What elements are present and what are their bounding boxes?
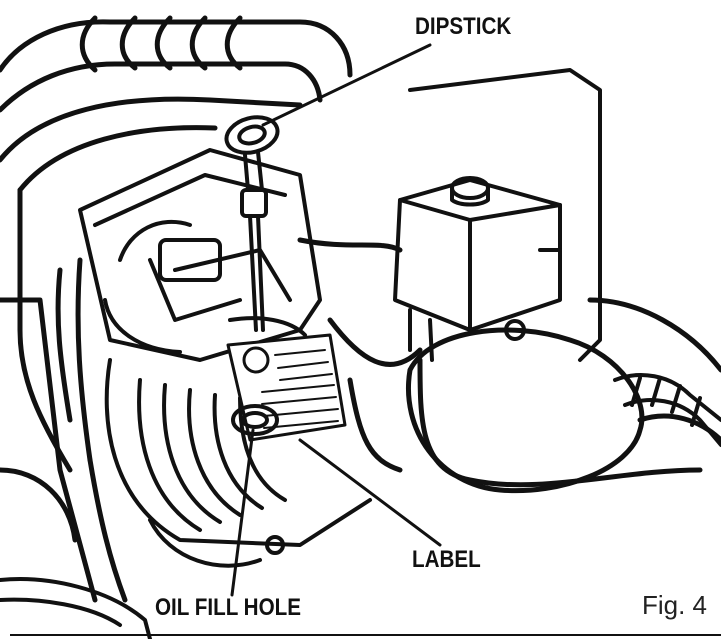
air-tank <box>406 297 721 494</box>
lower-tank-edge <box>0 577 152 639</box>
pump-shroud <box>0 96 303 603</box>
intake-hose <box>0 15 353 113</box>
bottom-rule <box>10 634 721 636</box>
crankcase <box>104 358 372 568</box>
pressure-switch <box>393 68 602 362</box>
outlet-hose <box>613 373 721 447</box>
oil-fill-hole-leader <box>230 428 255 597</box>
callout-dipstick: DIPSTICK <box>415 13 512 40</box>
dipstick <box>224 115 280 332</box>
dipstick-leader <box>261 43 432 127</box>
label-leader <box>298 438 442 547</box>
callout-label: LABEL <box>412 546 481 573</box>
oil-fill-hole <box>231 404 279 436</box>
figure-number: Fig. 4 <box>641 590 707 620</box>
leader-lines <box>230 43 442 597</box>
tubing <box>55 237 703 603</box>
callout-oil-fill-hole: OIL FILL HOLE <box>155 594 302 621</box>
pump-block <box>78 148 322 362</box>
